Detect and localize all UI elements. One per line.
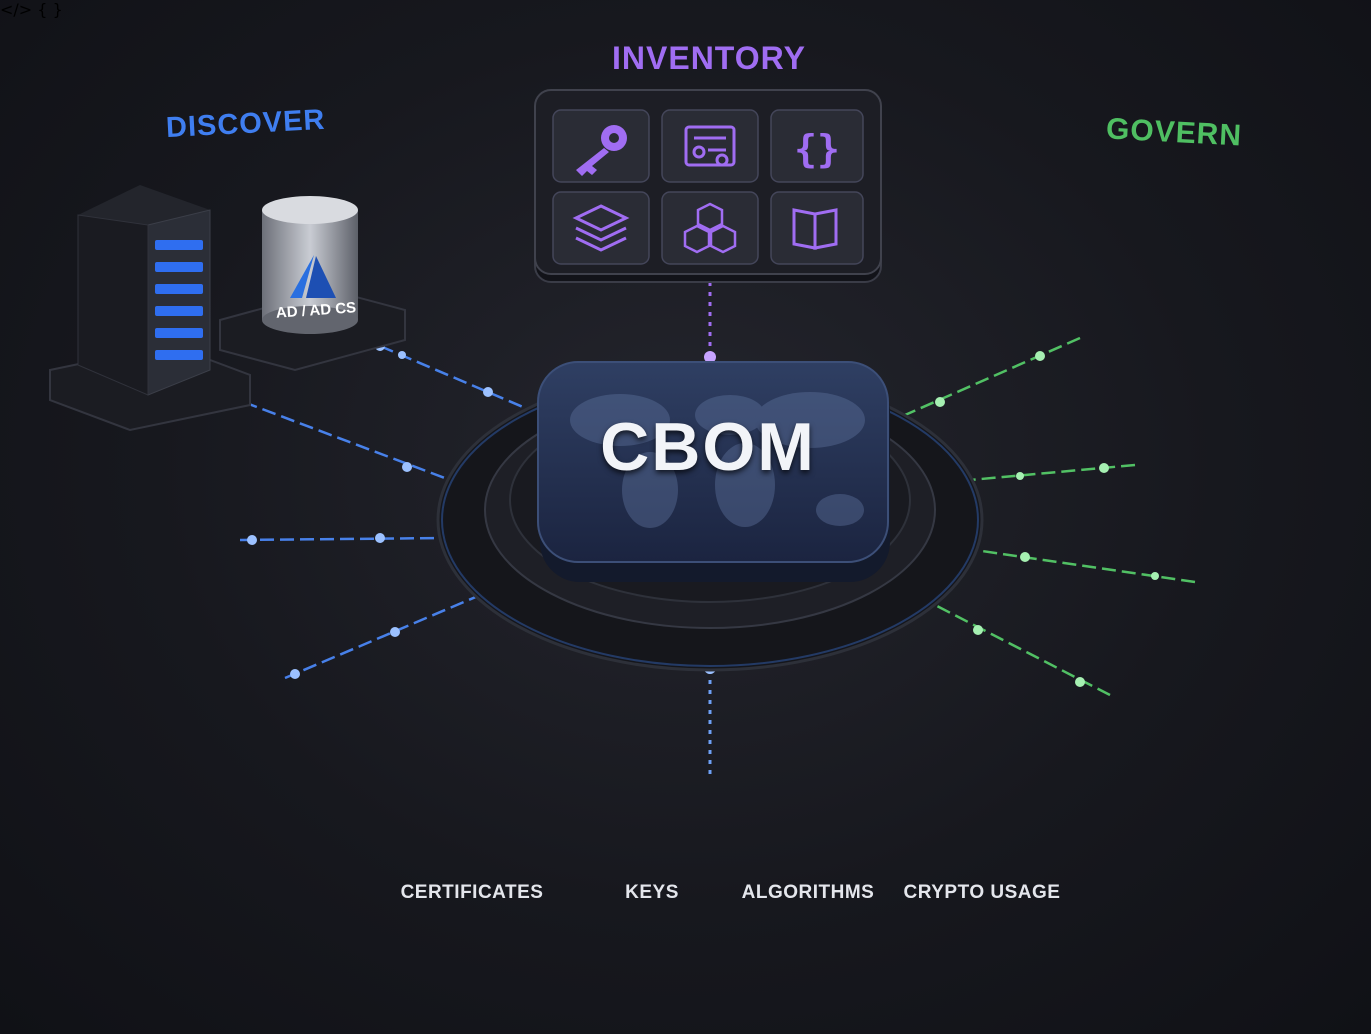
- category-certificates-label: CERTIFICATES: [400, 882, 544, 903]
- inventory-title: INVENTORY: [612, 40, 806, 76]
- server-rack: [49, 185, 251, 432]
- category-tray: { }: [37, 0, 62, 19]
- govern-connector-dots: [935, 351, 1159, 687]
- govern-title: GOVERN: [1105, 112, 1243, 153]
- category-crypto-usage-label: CRYPTO USAGE: [903, 882, 1061, 903]
- connector-server: [224, 393, 451, 482]
- connector-gauge: [969, 463, 1136, 482]
- cbom-hub: [436, 361, 984, 672]
- cubes-icon: [683, 202, 737, 254]
- certificate-icon: [684, 125, 736, 167]
- connector-shield: [904, 336, 1081, 417]
- world-map-pattern: [570, 392, 865, 528]
- book-icon: [792, 208, 838, 250]
- category-keys-label: KEYS: [625, 882, 679, 903]
- category-algorithms-label: ALGORITHMS: [741, 882, 875, 903]
- connector-cloud: [284, 594, 479, 680]
- inventory-panel: {}: [534, 89, 882, 283]
- code-icon: </>: [0, 0, 33, 19]
- adcs-database: [219, 196, 406, 372]
- curly-braces-icon: { }: [37, 0, 63, 19]
- cbom-hub-label: CBOM: [600, 409, 816, 485]
- discover-connector-dots: [235, 341, 493, 679]
- key-icon: [576, 125, 627, 176]
- connector-laptop: [239, 536, 446, 542]
- connector-checklist: [974, 548, 1196, 584]
- curly-braces-icon: {}: [794, 127, 840, 171]
- laptop: </>: [0, 0, 37, 19]
- layers-icon: [572, 204, 630, 252]
